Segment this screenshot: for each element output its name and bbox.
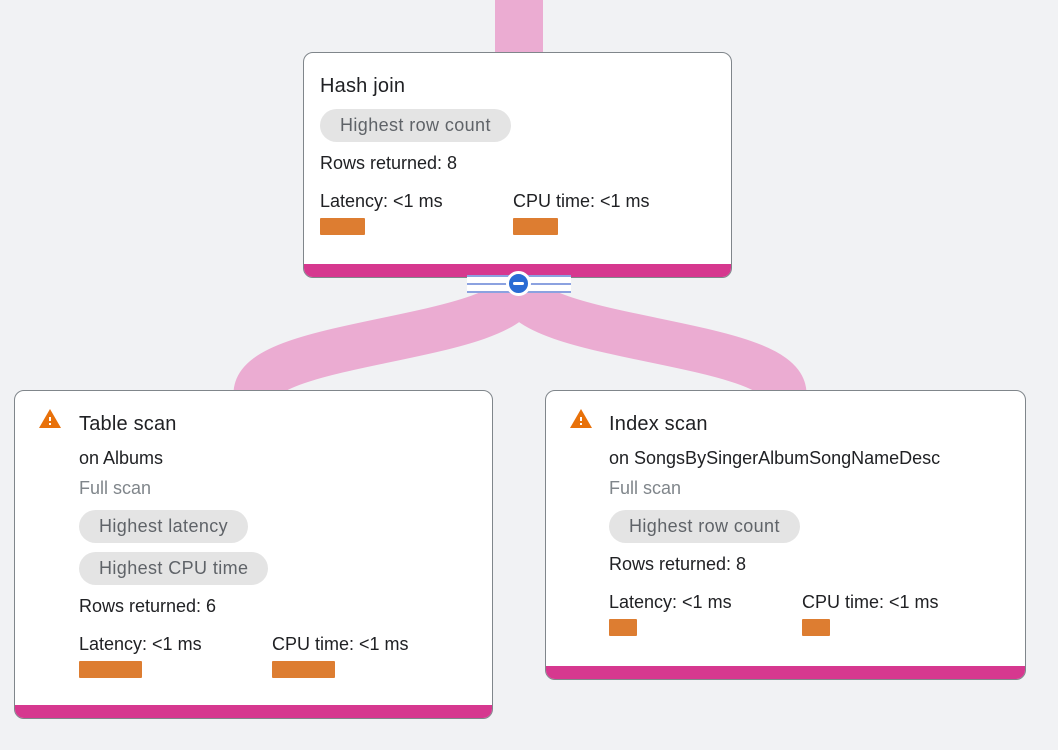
plan-node-table-scan[interactable]: Table scan on Albums Full scan Highest l… (14, 390, 493, 719)
node-accent-bar (15, 705, 492, 718)
badge-list: Highest row count (609, 510, 1009, 543)
cpu-time-metric: CPU time: <1 ms (513, 190, 706, 235)
latency-metric: Latency: <1 ms (320, 190, 513, 235)
latency-metric: Latency: <1 ms (79, 633, 272, 678)
metrics-row: Latency: <1 ms CPU time: <1 ms (320, 190, 715, 235)
node-title: Table scan (79, 413, 177, 435)
metrics-row: Latency: <1 ms CPU time: <1 ms (609, 591, 1009, 636)
latency-bar (79, 661, 142, 678)
minus-icon (513, 282, 524, 285)
latency-metric: Latency: <1 ms (609, 591, 802, 636)
edge-hash-join-to-index-scan (496, 278, 807, 401)
node-accent-bar (304, 264, 731, 277)
cpu-time-bar (272, 661, 335, 678)
cpu-time-bar (513, 218, 558, 235)
cpu-time-bar (802, 619, 830, 636)
cpu-time-metric: CPU time: <1 ms (802, 591, 995, 636)
node-title: Hash join (320, 75, 406, 97)
latency-bar (609, 619, 637, 636)
rows-returned-text: Rows returned: 8 (609, 554, 747, 574)
badge-highest-latency: Highest latency (79, 510, 249, 543)
edge-hash-join-to-table-scan (233, 278, 542, 401)
rows-returned-text: Rows returned: 8 (320, 153, 458, 173)
node-title: Index scan (609, 413, 708, 435)
badge-list: Highest row count (320, 109, 715, 142)
scan-type: Full scan (79, 478, 152, 498)
edge-parent-to-hash-join (495, 0, 543, 56)
badge-highest-cpu-time: Highest CPU time (79, 552, 269, 585)
latency-bar (320, 218, 365, 235)
plan-node-hash-join[interactable]: Hash join Highest row count Rows returne… (303, 52, 732, 278)
cpu-time-label: CPU time: <1 ms (802, 592, 939, 612)
scan-type: Full scan (609, 478, 682, 498)
rows-returned-text: Rows returned: 6 (79, 596, 217, 616)
warning-icon (568, 407, 594, 431)
badge-list: Highest latency Highest CPU time (79, 510, 476, 585)
collapse-button[interactable] (506, 271, 531, 296)
node-accent-bar (546, 666, 1025, 679)
cpu-time-metric: CPU time: <1 ms (272, 633, 465, 678)
scan-target: on Albums (79, 448, 164, 468)
warning-icon (37, 407, 63, 431)
latency-label: Latency: <1 ms (320, 191, 443, 211)
latency-label: Latency: <1 ms (609, 592, 732, 612)
badge-highest-row-count: Highest row count (609, 510, 800, 543)
cpu-time-label: CPU time: <1 ms (272, 634, 409, 654)
collapse-control[interactable] (467, 271, 571, 296)
scan-target: on SongsBySingerAlbumSongNameDesc (609, 448, 941, 468)
badge-highest-row-count: Highest row count (320, 109, 511, 142)
cpu-time-label: CPU time: <1 ms (513, 191, 650, 211)
plan-node-index-scan[interactable]: Index scan on SongsBySingerAlbumSongName… (545, 390, 1026, 680)
metrics-row: Latency: <1 ms CPU time: <1 ms (79, 633, 476, 678)
latency-label: Latency: <1 ms (79, 634, 202, 654)
